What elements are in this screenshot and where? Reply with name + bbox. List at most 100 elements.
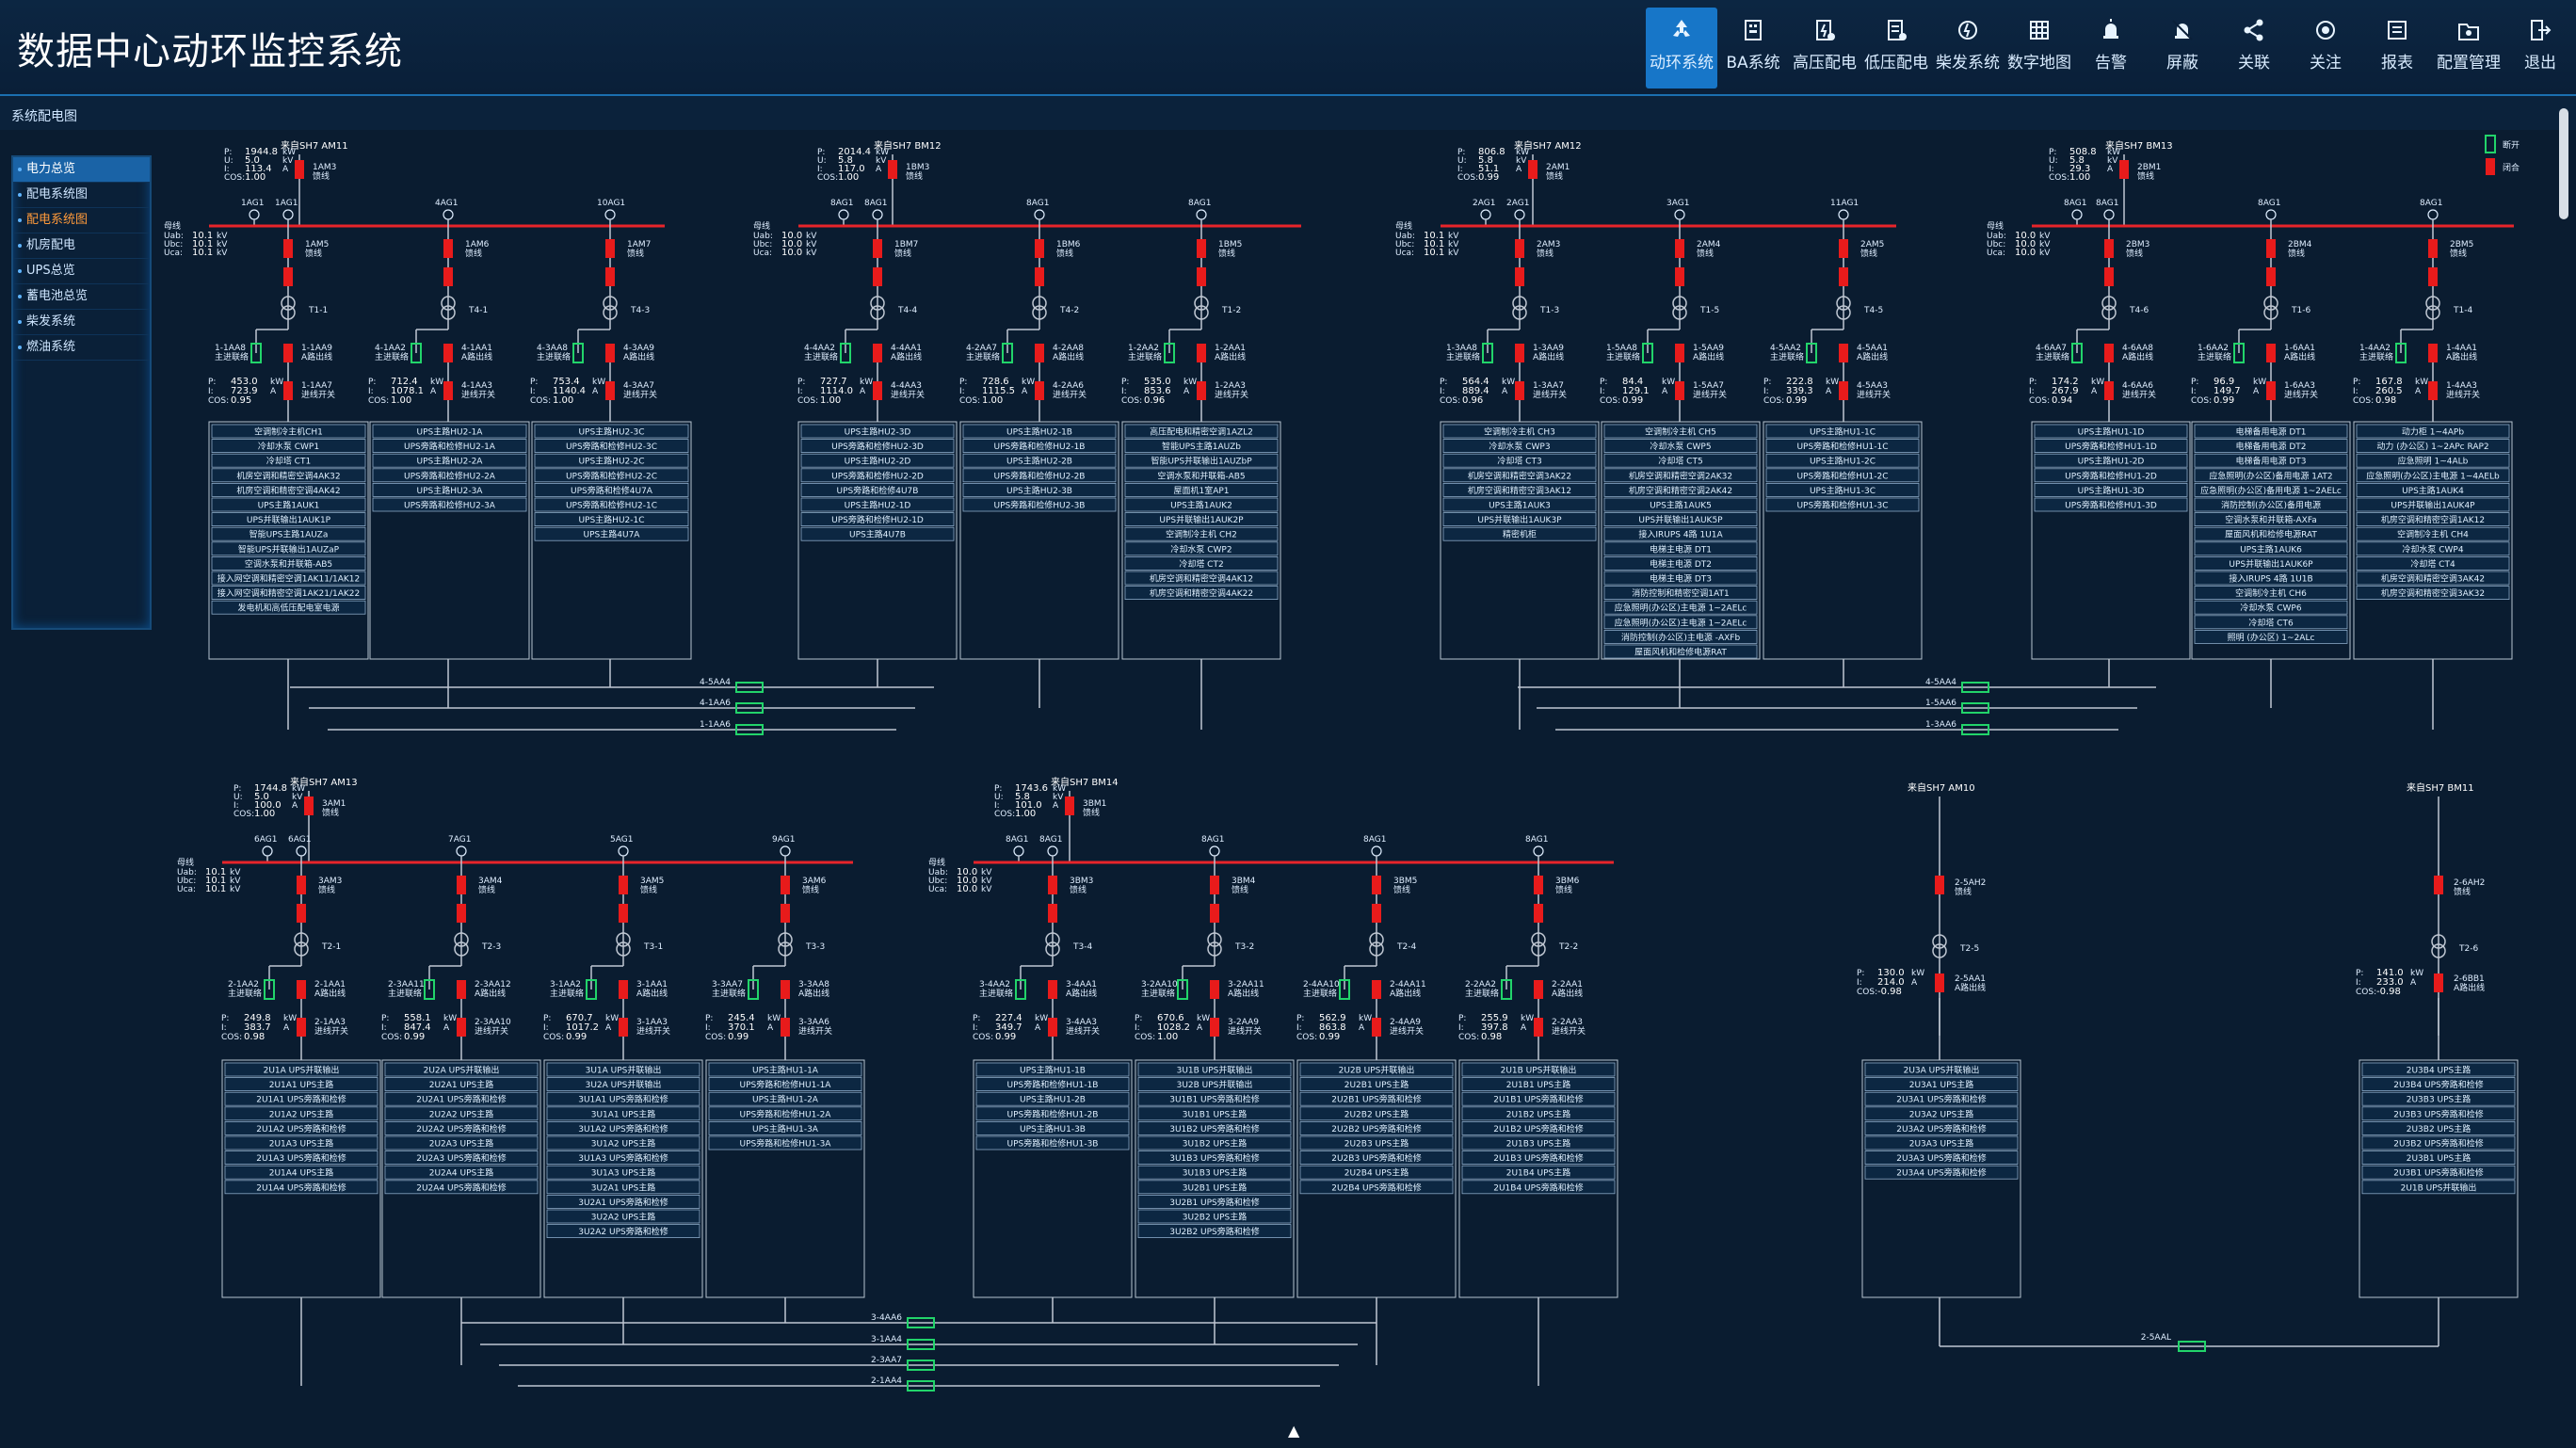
top-section-3-feeder-1-table-row-6[interactable] <box>2194 512 2348 526</box>
top-section-2-feeder-2-table-row-5[interactable] <box>1765 497 1920 512</box>
bottom-section-0-feeder-1-table-row-8[interactable] <box>384 1180 539 1195</box>
single-branch-0-table-row-1[interactable] <box>1864 1077 2019 1091</box>
bottom-section-1-feeder-0-table-row-4[interactable] <box>975 1121 1130 1135</box>
top-section-0-feeder-1-table-row-2[interactable] <box>372 453 527 468</box>
bottom-tie-breaker-1[interactable] <box>907 1339 935 1350</box>
top-section-0-feeder-2-table-row-5[interactable] <box>534 497 689 512</box>
top-section-1-feeder-0-table-row-3[interactable] <box>800 468 955 483</box>
top-section-3-feeder-2-hv-breaker-2[interactable] <box>2428 267 2438 286</box>
top-section-3-feeder-2-table-row-6[interactable] <box>2356 512 2510 526</box>
bottom-section-1-feeder-0-table-row-5[interactable] <box>975 1135 1130 1150</box>
top-tie-left-breaker-0[interactable] <box>735 682 764 693</box>
top-section-0-feeder-0-table-row-2[interactable] <box>211 453 366 468</box>
top-section-2-feeder-1-low-breaker[interactable] <box>1675 381 1684 400</box>
bottom-section-0-feeder-1-table-row-7[interactable] <box>384 1165 539 1180</box>
bottom-section-0-feeder-2-table-row-6[interactable] <box>546 1150 700 1165</box>
top-section-1-feeder-0-table-row-1[interactable] <box>800 439 955 454</box>
bottom-section-0-feeder-1-table-row-4[interactable] <box>384 1121 539 1135</box>
top-section-0-feeder-1-table-row-3[interactable] <box>372 468 527 483</box>
top-section-1-feeder-2-table-row-9[interactable] <box>1124 556 1279 571</box>
top-section-3-feeder-1-table-row-14[interactable] <box>2194 630 2348 644</box>
bottom-section-0-feeder-1-low-breaker[interactable] <box>457 1018 466 1037</box>
top-section-0-feeder-0-table-row-9[interactable] <box>211 556 366 571</box>
top-section-2-feeder-0-out-breaker[interactable] <box>1515 344 1524 362</box>
top-section-3-feeder-2-table-row-10[interactable] <box>2356 571 2510 586</box>
bottom-section-1-feeder-3-out-breaker[interactable] <box>1534 980 1543 999</box>
top-section-1-feeder-1-table-row-2[interactable] <box>962 453 1117 468</box>
top-section-3-main-breaker[interactable] <box>2119 160 2129 179</box>
bottom-section-0-feeder-1-table-row-5[interactable] <box>384 1135 539 1150</box>
top-section-3-feeder-1-table-row-8[interactable] <box>2194 541 2348 556</box>
top-section-1-feeder-1-table-row-3[interactable] <box>962 468 1117 483</box>
top-section-1-feeder-2-table-row-1[interactable] <box>1124 439 1279 454</box>
top-section-1-feeder-1-table-row-0[interactable] <box>962 424 1117 439</box>
top-section-3-feeder-1-tie-breaker[interactable] <box>2233 343 2245 363</box>
bottom-section-1-feeder-3-table-row-5[interactable] <box>1461 1135 1616 1150</box>
top-section-0-feeder-1-table-row-1[interactable] <box>372 439 527 454</box>
top-section-3-feeder-0-table-row-3[interactable] <box>2034 468 2188 483</box>
top-section-2-feeder-1-tie-breaker[interactable] <box>1642 343 1653 363</box>
top-section-2-feeder-0-table-row-0[interactable] <box>1442 424 1597 439</box>
top-section-3-feeder-1-table-row-2[interactable] <box>2194 453 2348 468</box>
nav-item-10[interactable]: 报表 <box>2361 8 2433 88</box>
top-section-3-feeder-1-table-row-7[interactable] <box>2194 526 2348 541</box>
bottom-section-1-feeder-0-low-breaker[interactable] <box>1048 1018 1057 1037</box>
top-section-3-feeder-1-hv-breaker[interactable] <box>2266 239 2276 258</box>
single-branch-0-table-row-6[interactable] <box>1864 1150 2019 1165</box>
top-section-0-feeder-0-table-row-1[interactable] <box>211 439 366 454</box>
top-section-0-feeder-1-table-row-0[interactable] <box>372 424 527 439</box>
top-section-0-feeder-2-low-breaker[interactable] <box>605 381 615 400</box>
top-section-3-feeder-2-tie-breaker[interactable] <box>2395 343 2407 363</box>
nav-item-5[interactable]: 数字地图 <box>2004 8 2075 88</box>
top-section-3-feeder-0-table-row-4[interactable] <box>2034 483 2188 497</box>
bottom-section-0-feeder-0-table-row-6[interactable] <box>224 1150 378 1165</box>
bottom-section-1-feeder-1-table-row-5[interactable] <box>1137 1135 1292 1150</box>
top-section-0-feeder-0-hv-breaker-2[interactable] <box>283 267 293 286</box>
top-section-2-feeder-0-table-row-6[interactable] <box>1442 512 1597 526</box>
bottom-section-1-feeder-1-tie-breaker[interactable] <box>1177 979 1188 1000</box>
scrollbar-thumb[interactable] <box>2559 108 2568 219</box>
bottom-section-0-feeder-3-table-row-3[interactable] <box>708 1106 862 1121</box>
top-section-3-feeder-2-hv-breaker[interactable] <box>2428 239 2438 258</box>
single-branch-1-out-breaker[interactable] <box>2434 973 2443 992</box>
bottom-section-1-feeder-3-table-row-1[interactable] <box>1461 1077 1616 1091</box>
top-section-0-feeder-1-hv-breaker-2[interactable] <box>443 267 453 286</box>
top-section-2-feeder-0-table-row-2[interactable] <box>1442 453 1597 468</box>
single-branch-0-table-row-0[interactable] <box>1864 1062 2019 1077</box>
top-section-1-feeder-2-table-row-4[interactable] <box>1124 483 1279 497</box>
bottom-section-1-feeder-0-table-row-2[interactable] <box>975 1091 1130 1106</box>
top-section-3-feeder-1-out-breaker[interactable] <box>2266 344 2276 362</box>
top-section-0-feeder-0-hv-breaker[interactable] <box>283 239 293 258</box>
top-section-1-feeder-2-table-row-2[interactable] <box>1124 453 1279 468</box>
top-section-0-feeder-2-table-row-3[interactable] <box>534 468 689 483</box>
top-section-2-feeder-2-table-row-2[interactable] <box>1765 453 1920 468</box>
top-section-2-feeder-1-table-row-6[interactable] <box>1603 512 1758 526</box>
bottom-section-0-feeder-1-out-breaker[interactable] <box>457 980 466 999</box>
nav-item-0[interactable]: 动环系统 <box>1646 8 1717 88</box>
bottom-section-1-feeder-1-table-row-4[interactable] <box>1137 1121 1292 1135</box>
top-section-0-feeder-0-table-row-5[interactable] <box>211 497 366 512</box>
top-section-3-feeder-2-table-row-1[interactable] <box>2356 439 2510 454</box>
single-branch-1-table-row-0[interactable] <box>2361 1062 2516 1077</box>
top-section-0-feeder-0-table-row-4[interactable] <box>211 483 366 497</box>
top-section-1-feeder-1-tie-breaker[interactable] <box>1002 343 1013 363</box>
bottom-section-0-feeder-0-table-row-0[interactable] <box>224 1062 378 1077</box>
top-section-2-feeder-0-table-row-7[interactable] <box>1442 526 1597 541</box>
top-section-2-feeder-2-low-breaker[interactable] <box>1839 381 1848 400</box>
bottom-section-0-feeder-2-table-row-2[interactable] <box>546 1091 700 1106</box>
top-section-0-feeder-1-out-breaker[interactable] <box>443 344 453 362</box>
bottom-section-1-feeder-1-out-breaker[interactable] <box>1210 980 1219 999</box>
top-section-2-main-breaker[interactable] <box>1528 160 1538 179</box>
bottom-section-1-feeder-2-table-row-6[interactable] <box>1299 1150 1454 1165</box>
sidebar-item-5[interactable]: 蓄电池总览 <box>13 284 150 310</box>
bottom-section-0-feeder-0-table-row-7[interactable] <box>224 1165 378 1180</box>
top-section-3-feeder-2-table-row-2[interactable] <box>2356 453 2510 468</box>
bottom-section-0-feeder-1-table-row-2[interactable] <box>384 1091 539 1106</box>
top-section-1-feeder-1-hv-breaker-2[interactable] <box>1035 267 1044 286</box>
top-section-0-feeder-0-table-row-3[interactable] <box>211 468 366 483</box>
top-tie-left-breaker-2[interactable] <box>735 724 764 735</box>
bottom-section-0-feeder-2-low-breaker[interactable] <box>619 1018 628 1037</box>
bottom-section-1-feeder-0-hv-breaker-2[interactable] <box>1048 904 1057 923</box>
bottom-section-1-feeder-1-table-row-11[interactable] <box>1137 1224 1292 1238</box>
bottom-section-1-feeder-1-table-row-10[interactable] <box>1137 1209 1292 1224</box>
